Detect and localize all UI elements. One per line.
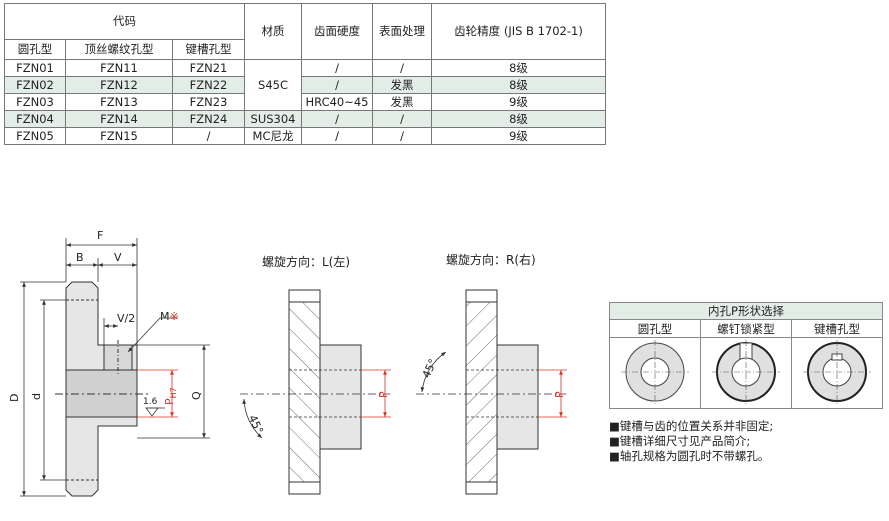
note-item: ■轴孔规格为圆孔时不带螺孔。 xyxy=(609,449,770,463)
label-H7: H7 xyxy=(169,387,179,399)
side-view-dimensions xyxy=(20,238,210,497)
label-P-mid: P xyxy=(377,391,390,398)
note-item: ■键槽详细尺寸见产品简介; xyxy=(609,434,751,448)
cell-material-s45c: S45C xyxy=(244,59,302,111)
table-row: FZN03 FZN13 FZN23 HRC40~45 发黑 9级 xyxy=(4,93,606,111)
label-F: F xyxy=(97,229,104,242)
helix-right-title: 螺旋方向：R(右) xyxy=(446,253,536,267)
helix-left-view xyxy=(240,289,390,495)
hole-type-round: 圆孔型 xyxy=(609,319,701,338)
cell-round: FZN05 xyxy=(4,127,66,145)
label-V: V xyxy=(114,251,122,264)
bore-dimension-mid xyxy=(361,369,391,418)
helix-right-view xyxy=(416,289,566,495)
cell-hardness: HRC40~45 xyxy=(301,93,373,111)
note-item: ■键槽与齿的位置关系并非固定; xyxy=(609,419,774,433)
table-row: FZN04 FZN14 FZN24 SUS304 / / 8级 xyxy=(4,110,606,128)
bore-dimension-right xyxy=(538,369,567,418)
spec-table: 代码 材质 齿面硬度 表面处理 齿轮精度 (JIS B 1702-1) 圆孔型 … xyxy=(4,3,606,145)
hole-type-keyway: 键槽孔型 xyxy=(791,319,883,338)
cell-hardness: / xyxy=(301,76,373,94)
header-surface: 表面处理 xyxy=(372,3,432,60)
table-row: FZN05 FZN15 / MC尼龙 / / 9级 xyxy=(4,127,606,145)
table-row: FZN02 FZN12 FZN22 / 发黑 8级 xyxy=(4,76,606,94)
cell-round: FZN04 xyxy=(4,110,66,128)
hole-shape-table: 内孔P形状选择 圆孔型 螺钉锁紧型 键槽孔型 xyxy=(609,302,883,409)
cell-precision: 9级 xyxy=(431,127,606,145)
set-screw-hole-icon xyxy=(712,339,780,404)
label-M: M※ xyxy=(160,310,179,323)
cell-set-screw: FZN14 xyxy=(65,110,173,128)
header-material: 材质 xyxy=(244,3,302,60)
cell-material: MC尼龙 xyxy=(244,127,302,145)
cell-precision: 8级 xyxy=(431,110,606,128)
notes: ■键槽与齿的位置关系并非固定; ■键槽详细尺寸见产品简介; ■轴孔规格为圆孔时不… xyxy=(609,419,773,464)
cell-keyway: / xyxy=(172,127,245,145)
cell-precision: 8级 xyxy=(431,76,606,94)
subheader-set-screw: 顶丝螺纹孔型 xyxy=(65,39,173,60)
label-d: d xyxy=(30,393,43,400)
hole-pic-set-screw xyxy=(700,337,792,409)
cell-keyway: FZN23 xyxy=(172,93,245,111)
label-M-text: M xyxy=(160,310,170,323)
cell-round: FZN02 xyxy=(4,76,66,94)
hole-type-set-screw: 螺钉锁紧型 xyxy=(700,319,792,338)
label-P-H7: PH7 xyxy=(163,387,178,405)
hole-shape-title: 内孔P形状选择 xyxy=(609,302,883,320)
side-view xyxy=(55,281,150,497)
helix-left-title: 螺旋方向：L(左) xyxy=(262,255,351,269)
cell-set-screw: FZN13 xyxy=(65,93,173,111)
header-code: 代码 xyxy=(4,3,245,40)
label-B: B xyxy=(76,251,84,264)
label-P: P xyxy=(163,398,176,405)
label-D: D xyxy=(8,393,21,402)
hole-pic-round xyxy=(609,337,701,409)
header-precision: 齿轮精度 (JIS B 1702-1) xyxy=(431,3,606,60)
cell-precision: 9级 xyxy=(431,93,606,111)
cell-set-screw: FZN12 xyxy=(65,76,173,94)
hole-pic-keyway xyxy=(791,337,883,409)
bore-dimension-left xyxy=(137,369,178,418)
keyway-hole-icon xyxy=(803,339,871,404)
cell-surface: 发黑 xyxy=(372,76,432,94)
label-V2: V/2 xyxy=(117,312,136,325)
label-Q: Q xyxy=(190,391,203,400)
label-P-right: P xyxy=(553,391,566,398)
label-M-mark: ※ xyxy=(169,310,179,323)
roughness-symbol: 1.6 xyxy=(143,397,158,407)
subheader-keyway: 键槽孔型 xyxy=(172,39,245,60)
round-hole-icon xyxy=(621,339,689,404)
